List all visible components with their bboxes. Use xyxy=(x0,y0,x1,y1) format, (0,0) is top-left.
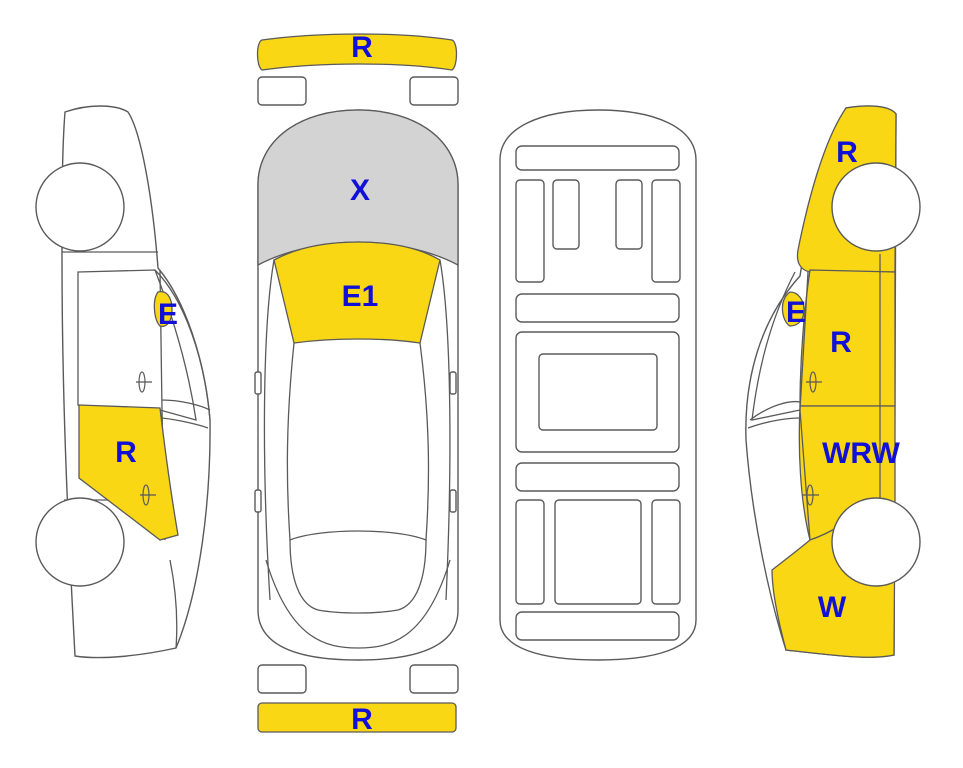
interior-front-right-seat-outer xyxy=(651,179,681,283)
interior-center-console xyxy=(538,353,658,431)
front-bumper-highlight xyxy=(256,33,458,71)
left-front-door-handle xyxy=(136,371,152,393)
top-view: R X E1 R xyxy=(254,31,459,736)
rear-bumper-highlight xyxy=(257,702,457,733)
left-side-windshield-line xyxy=(154,269,211,421)
right-side-view: R E R WRW W xyxy=(745,105,921,658)
interior-rear-left-seat xyxy=(515,499,545,605)
right-side-front-wheel xyxy=(831,497,921,587)
left-side-rear-wheel xyxy=(35,162,125,252)
left-side-front-wheel xyxy=(35,497,125,587)
top-view-rear-window xyxy=(289,539,427,614)
right-side-window-frame xyxy=(751,271,801,421)
front-left-lamp xyxy=(257,76,307,106)
top-view-right-mirror xyxy=(449,371,457,395)
interior-view xyxy=(499,109,697,661)
top-view-right-handle xyxy=(449,489,457,513)
left-mirror-label: E xyxy=(158,298,178,331)
interior-dashboard xyxy=(515,145,680,171)
right-rear-quarter-label: R xyxy=(836,136,858,169)
top-view-left-handle xyxy=(254,489,262,513)
interior-front-left-seat-outer xyxy=(515,179,545,283)
windshield-label: E1 xyxy=(342,280,379,313)
right-front-fender-label: W xyxy=(818,591,847,624)
interior-trunk xyxy=(515,611,680,641)
rear-bumper-label: R xyxy=(351,703,373,736)
interior-rear-right-seat xyxy=(651,499,681,605)
left-mirror-highlight xyxy=(153,290,173,328)
right-mirror-label: E xyxy=(786,296,806,329)
left-side-front-bumper xyxy=(169,559,178,649)
right-side-pillar-lower xyxy=(747,417,801,429)
top-view-trunk xyxy=(265,559,451,649)
interior-rear-bench xyxy=(515,462,680,492)
front-right-lamp xyxy=(409,76,459,106)
right-rear-door-handle xyxy=(806,371,822,393)
left-side-view: E R xyxy=(35,105,211,659)
left-side-window-frame xyxy=(77,269,197,421)
left-rear-door-highlight xyxy=(78,404,179,541)
right-side-pillar xyxy=(749,400,801,421)
front-bumper-label: R xyxy=(351,31,373,64)
interior-rear-center-seat xyxy=(554,499,642,605)
left-side-pillar xyxy=(161,399,211,411)
rear-left-lamp xyxy=(257,664,307,694)
interior-front-right-seat xyxy=(615,179,643,250)
top-view-left-pillar xyxy=(263,259,275,601)
right-front-door-handle xyxy=(803,484,819,506)
top-view-roof-outline xyxy=(286,342,430,541)
windshield-highlight xyxy=(273,241,441,344)
right-mirror-highlight xyxy=(781,291,805,327)
interior-front-left-seat xyxy=(552,179,580,250)
right-front-door-label: WRW xyxy=(822,437,900,470)
top-view-left-mirror xyxy=(254,371,262,395)
left-rear-door-handle xyxy=(140,484,156,506)
right-rear-door-label: R xyxy=(830,326,852,359)
hood-label: X xyxy=(350,174,370,207)
rear-right-lamp xyxy=(409,664,459,694)
left-rear-door-label: R xyxy=(115,436,137,469)
left-side-pillar-lower xyxy=(161,417,209,429)
interior-front-bench xyxy=(515,293,680,323)
top-view-right-pillar xyxy=(439,259,451,601)
right-side-rear-wheel xyxy=(831,162,921,252)
